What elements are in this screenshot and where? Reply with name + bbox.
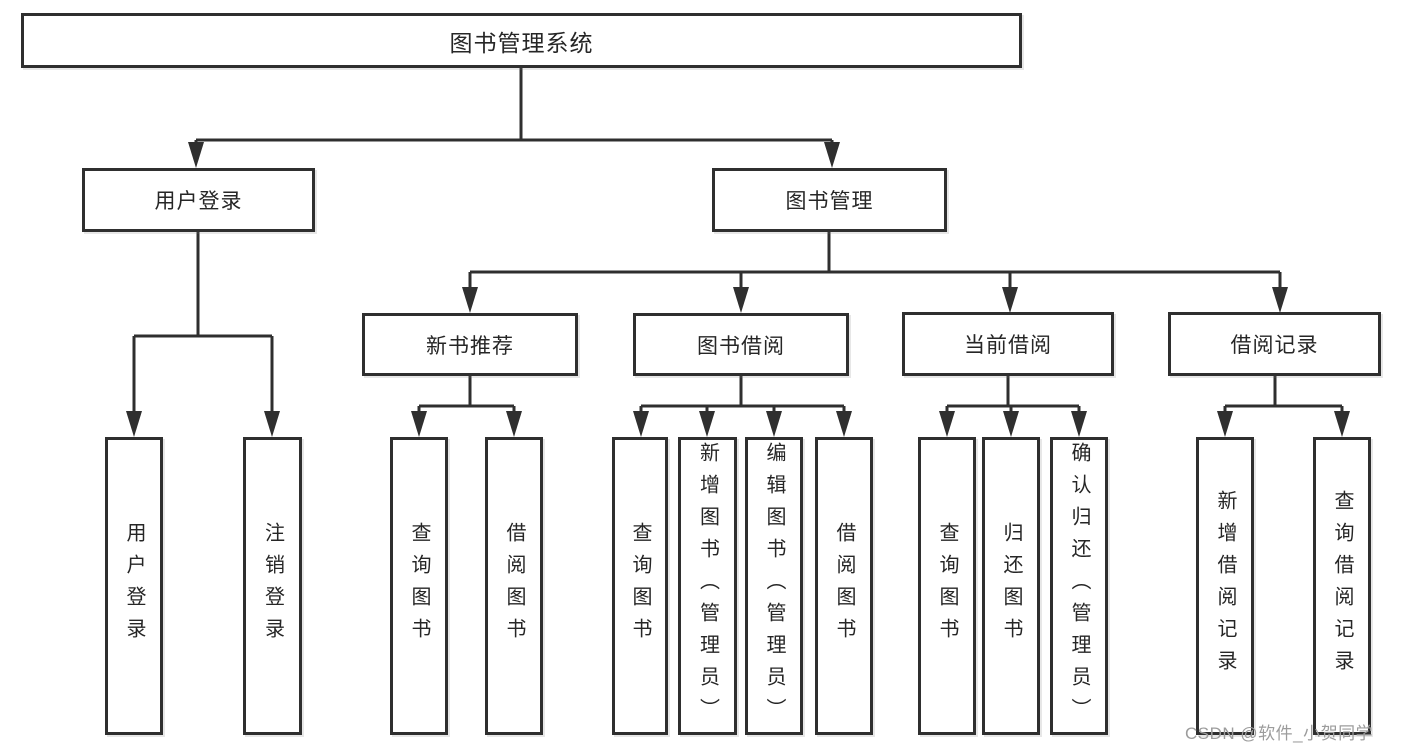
node-user-login: 用户登录 bbox=[82, 168, 315, 232]
node-label: 借阅记录 bbox=[1230, 334, 1319, 357]
arrow-icon bbox=[126, 411, 142, 437]
arrow-icon bbox=[1071, 411, 1087, 437]
node-label: 用户登录 bbox=[154, 190, 243, 213]
leaf-query-borrow-record: 查询借阅记录 bbox=[1313, 437, 1371, 735]
node-new-book-recommendation: 新书推荐 bbox=[362, 313, 578, 376]
node-book-borrowing: 图书借阅 bbox=[633, 313, 849, 376]
leaf-edit-books-admin: 编辑图书（管理员） bbox=[745, 437, 803, 735]
arrow-icon bbox=[766, 411, 782, 437]
connector-userlogin-to-leaves bbox=[132, 232, 274, 428]
node-label: 新增图书（管理员） bbox=[696, 442, 719, 730]
leaf-confirm-return-admin: 确认归还（管理员） bbox=[1050, 437, 1108, 735]
arrow-icon bbox=[1272, 287, 1288, 313]
connector-borrowrecords-to-leaves bbox=[1223, 375, 1344, 428]
node-label: 查询借阅记录 bbox=[1331, 490, 1353, 682]
arrow-icon bbox=[824, 142, 840, 168]
arrow-icon bbox=[506, 411, 522, 437]
node-label: 编辑图书（管理员） bbox=[763, 442, 785, 730]
csdn-watermark: CSDN @软件_小贺同学 bbox=[1185, 724, 1374, 743]
connector-bookmgmt-to-l3 bbox=[468, 232, 1282, 304]
node-label: 查询图书 bbox=[936, 522, 958, 650]
node-label: 用户登录 bbox=[123, 522, 145, 650]
arrow-icon bbox=[699, 411, 715, 437]
node-label: 新书推荐 bbox=[426, 334, 514, 358]
leaf-query-books-current: 查询图书 bbox=[918, 437, 976, 735]
connector-bookborrow-to-leaves bbox=[639, 376, 846, 428]
arrow-icon bbox=[188, 142, 204, 168]
node-label: 借阅图书 bbox=[833, 522, 855, 650]
arrow-icon bbox=[836, 411, 852, 437]
arrow-icon bbox=[1334, 411, 1350, 437]
leaf-query-books-recommend: 查询图书 bbox=[390, 437, 448, 735]
arrow-icon bbox=[1217, 411, 1233, 437]
leaf-logout-login: 注销登录 bbox=[243, 437, 302, 735]
node-library-management-system: 图书管理系统 bbox=[21, 13, 1022, 68]
arrowheads bbox=[126, 142, 1350, 437]
node-borrowing-records: 借阅记录 bbox=[1168, 312, 1381, 376]
node-current-borrowing: 当前借阅 bbox=[902, 312, 1114, 376]
node-label: 图书管理 bbox=[785, 190, 874, 213]
arrow-icon bbox=[733, 287, 749, 313]
leaf-add-borrow-record: 新增借阅记录 bbox=[1196, 437, 1254, 735]
arrow-icon bbox=[939, 411, 955, 437]
node-label: 借阅图书 bbox=[503, 522, 525, 650]
node-label: 归还图书 bbox=[1000, 522, 1022, 650]
node-label: 注销登录 bbox=[261, 522, 284, 650]
node-label: 新增借阅记录 bbox=[1214, 490, 1236, 682]
arrow-icon bbox=[1003, 411, 1019, 437]
node-label: 查询图书 bbox=[629, 522, 651, 650]
arrow-icon bbox=[633, 411, 649, 437]
node-label: 确认归还（管理员） bbox=[1068, 442, 1090, 730]
connector-newbook-to-leaves bbox=[417, 376, 516, 428]
node-book-management: 图书管理 bbox=[712, 168, 947, 232]
leaf-query-books-borrow: 查询图书 bbox=[612, 437, 668, 735]
node-label: 查询图书 bbox=[408, 522, 430, 650]
leaf-return-books: 归还图书 bbox=[982, 437, 1040, 735]
arrow-icon bbox=[1002, 287, 1018, 313]
arrow-icon bbox=[411, 411, 427, 437]
node-label: 图书借阅 bbox=[697, 334, 785, 358]
arrow-icon bbox=[264, 411, 280, 437]
leaf-user-login: 用户登录 bbox=[105, 437, 163, 735]
leaf-borrow-books: 借阅图书 bbox=[815, 437, 873, 735]
node-label: 图书管理系统 bbox=[449, 29, 594, 56]
leaf-borrow-books-recommend: 借阅图书 bbox=[485, 437, 543, 735]
node-label: 当前借阅 bbox=[964, 334, 1052, 357]
connector-root-to-l2 bbox=[194, 68, 834, 160]
arrow-icon bbox=[462, 287, 478, 313]
leaf-add-books-admin: 新增图书（管理员） bbox=[678, 437, 737, 735]
